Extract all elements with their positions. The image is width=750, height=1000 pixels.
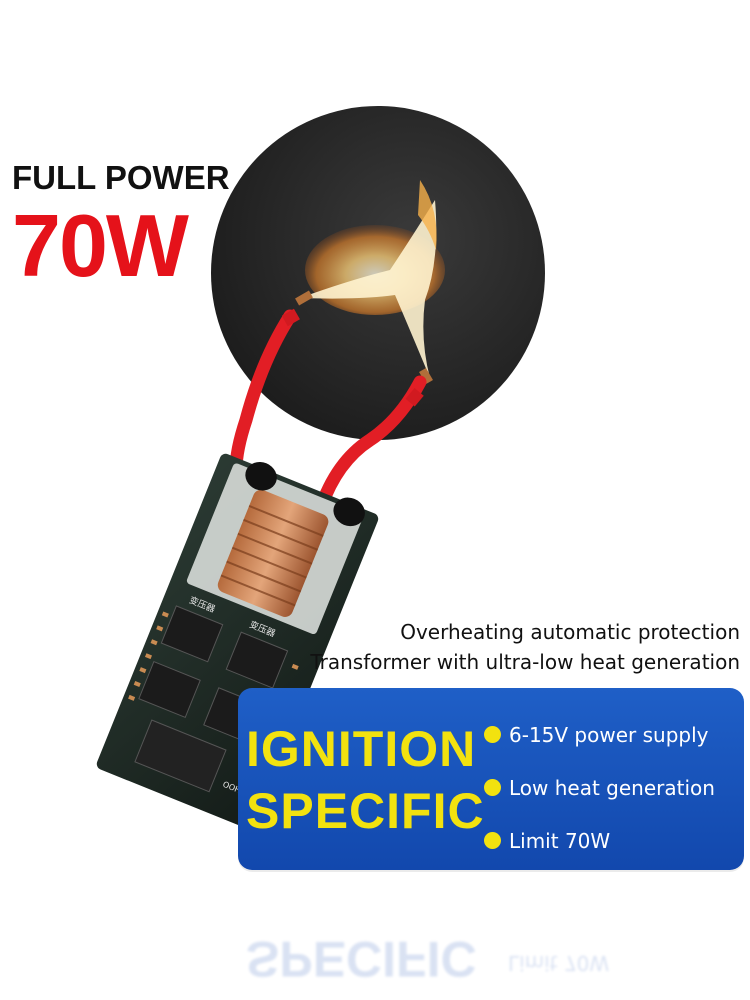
wire-right (313, 375, 427, 517)
bullet-item: Limit 70W (484, 814, 715, 867)
bullet-dot-icon (484, 726, 501, 743)
panel-title-line2: SPECIFIC (246, 783, 485, 839)
bullet-item: 6-15V power supply (484, 708, 715, 761)
note-transformer: Transformer with ultra-low heat generati… (310, 650, 740, 674)
panel-title: IGNITION SPECIFIC (246, 718, 485, 842)
electrode-left (295, 290, 313, 306)
reflection-bullet: Limit 70W (508, 951, 610, 975)
bullet-text: Limit 70W (509, 828, 611, 853)
bullet-item: Low heat generation (484, 761, 715, 814)
feature-notes: Overheating automatic protection Transfo… (310, 617, 740, 677)
bullet-text: Low heat generation (509, 775, 715, 800)
headline: FULL POWER 70W (12, 160, 230, 294)
bullet-dot-icon (484, 832, 501, 849)
bullet-dot-icon (484, 779, 501, 796)
ignition-panel: IGNITION SPECIFIC 6-15V power supply Low… (238, 688, 744, 870)
bullet-text: 6-15V power supply (509, 722, 709, 747)
panel-reflection: SPECIFIC Limit 70W (238, 880, 744, 980)
feature-bullets: 6-15V power supply Low heat generation L… (484, 708, 715, 867)
headline-wattage: 70W (12, 196, 189, 295)
arc-flame (300, 180, 445, 378)
note-overheating: Overheating automatic protection (400, 620, 740, 644)
panel-title-line1: IGNITION (246, 721, 477, 777)
wire-left (229, 309, 297, 477)
circuit-board: 变压器 变压器 OOHOO (96, 453, 379, 830)
reflection-title: SPECIFIC (246, 931, 477, 980)
electrode-right (419, 367, 433, 385)
headline-full-power: FULL POWER (12, 159, 230, 196)
